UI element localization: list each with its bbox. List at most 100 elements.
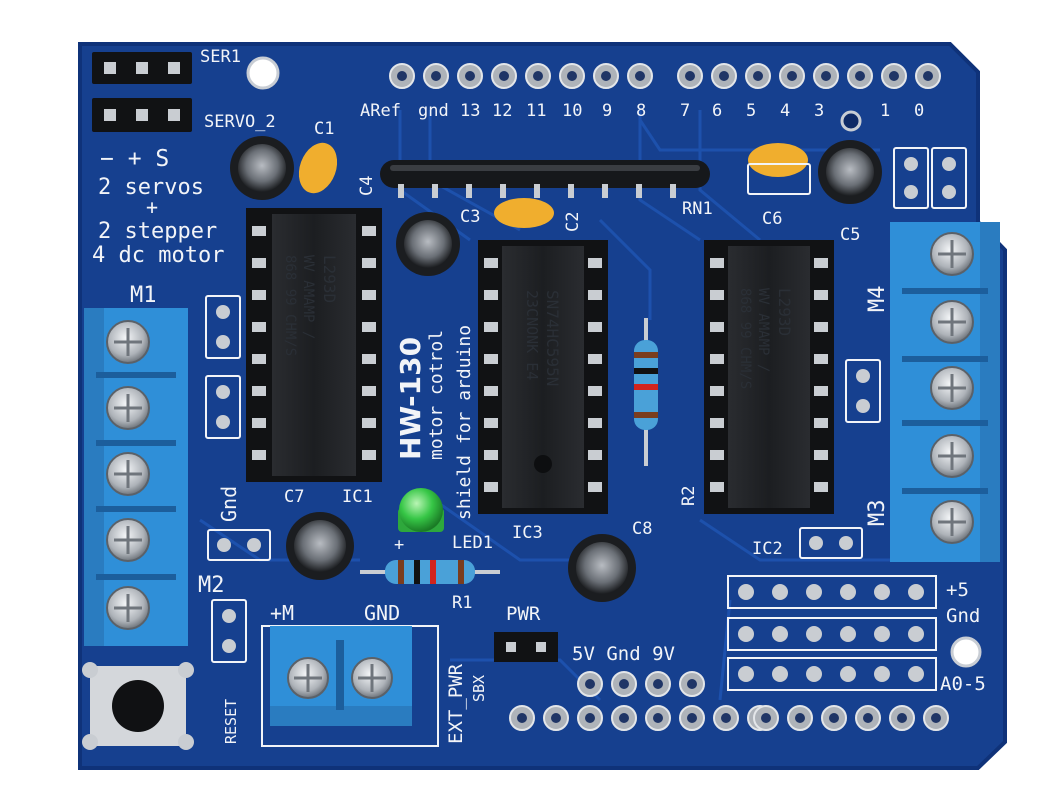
terminal-screw[interactable] (930, 500, 974, 544)
terminal-screw[interactable] (930, 300, 974, 344)
label-sbx: SBX (470, 675, 488, 702)
label-ext-pwr: EXT_PWR (445, 663, 467, 744)
power-header-pin[interactable] (543, 705, 569, 731)
pad (772, 666, 788, 682)
terminal-screw[interactable] (930, 434, 974, 478)
pad (806, 666, 822, 682)
label-c3: C3 (460, 207, 480, 227)
terminal-screw[interactable] (106, 320, 150, 364)
power-header-pin[interactable] (577, 705, 603, 731)
analog-header-pin[interactable] (855, 705, 881, 731)
analog-header-pin[interactable] (821, 705, 847, 731)
terminal-screw[interactable] (106, 518, 150, 562)
power-header-pin[interactable] (679, 671, 705, 697)
power-header-pin[interactable] (679, 705, 705, 731)
label-c5: C5 (840, 225, 860, 245)
header-pin[interactable] (711, 63, 737, 89)
label-gnd-left: Gnd (217, 486, 241, 522)
header-pin[interactable] (593, 63, 619, 89)
pwr-jumper[interactable] (494, 632, 558, 662)
analog-header-pin[interactable] (753, 705, 779, 731)
servo-header-ser1[interactable] (92, 52, 192, 84)
mount-hole (246, 56, 280, 90)
header-pin[interactable] (457, 63, 483, 89)
terminal-screw[interactable] (106, 452, 150, 496)
label-led1: LED1 (452, 533, 493, 553)
ic1-text-3: 868 99 CHM/S (282, 255, 298, 356)
description-line-3: 2 stepper (98, 219, 217, 244)
pad (840, 584, 856, 600)
rn1-legs (398, 184, 676, 198)
label-ser1: SER1 (200, 47, 241, 67)
mount-hole (950, 636, 982, 668)
pad (738, 666, 754, 682)
header-pin[interactable] (389, 63, 415, 89)
pin-label: 11 (526, 101, 546, 121)
analog-header-pin[interactable] (889, 705, 915, 731)
terminal-screw[interactable] (106, 586, 150, 630)
pin-label: ARef (360, 101, 401, 121)
analog-header-pin[interactable] (787, 705, 813, 731)
terminal-screw[interactable] (106, 386, 150, 430)
bottom-headers[interactable] (509, 671, 949, 731)
analog-header-pin[interactable] (923, 705, 949, 731)
label-m4: M4 (865, 286, 890, 313)
terminal-block-ext-pwr[interactable] (270, 626, 412, 726)
label-pwr-pins: 5V Gnd 9V (572, 643, 675, 665)
header-pin[interactable] (745, 63, 771, 89)
power-header-pin[interactable] (577, 671, 603, 697)
terminal-block-m1-m2[interactable] (84, 308, 188, 646)
header-pin[interactable] (813, 63, 839, 89)
pin-label: 13 (460, 101, 480, 121)
pad (908, 584, 924, 600)
label-c2: C2 (563, 212, 583, 232)
header-pin[interactable] (779, 63, 805, 89)
label-m2: M2 (198, 573, 225, 598)
label-ic1: IC1 (342, 487, 373, 507)
servo-header-servo2[interactable] (92, 98, 192, 132)
header-pin[interactable] (559, 63, 585, 89)
pad (738, 584, 754, 600)
ceramic-capacitor-c2 (494, 198, 554, 228)
power-header-pin[interactable] (713, 705, 739, 731)
led-green (398, 488, 444, 532)
digital-header-right[interactable] (677, 63, 941, 89)
header-pin[interactable] (627, 63, 653, 89)
power-header-pin[interactable] (645, 671, 671, 697)
label-pwr: PWR (506, 603, 541, 625)
power-header-pin[interactable] (645, 705, 671, 731)
terminal-block-m3-m4[interactable] (890, 222, 1000, 562)
header-pin[interactable] (525, 63, 551, 89)
header-pin[interactable] (915, 63, 941, 89)
label-reset: RESET (222, 699, 240, 744)
pin-label: 8 (636, 101, 646, 121)
terminal-screw[interactable] (930, 366, 974, 410)
power-header-pin[interactable] (611, 671, 637, 697)
pin-label: 3 (814, 101, 824, 121)
label-plus-m: +M (270, 601, 294, 625)
header-pin[interactable] (677, 63, 703, 89)
reset-button[interactable] (82, 662, 194, 750)
pin-label: 6 (712, 101, 722, 121)
header-pin[interactable] (423, 63, 449, 89)
ic2-text-3: 868 99 CHM/S (737, 288, 753, 389)
board-name: HW-130 (394, 337, 427, 460)
ic1-text-1: L293D (320, 255, 339, 303)
ic3-text-1: SN74HC595N (543, 290, 562, 386)
header-pin[interactable] (491, 63, 517, 89)
resistor-network-rn1 (380, 160, 710, 188)
pad (772, 584, 788, 600)
digital-header-left[interactable] (389, 63, 653, 89)
pin-label: 1 (880, 101, 890, 121)
terminal-screw[interactable] (930, 232, 974, 276)
label-ic3: IC3 (512, 523, 543, 543)
ic2-text-2: WV AMAMP / (755, 288, 771, 372)
label-c7: C7 (284, 487, 304, 507)
header-pin[interactable] (847, 63, 873, 89)
pin-label: 12 (492, 101, 512, 121)
power-header-pin[interactable] (509, 705, 535, 731)
power-header-pin[interactable] (611, 705, 637, 731)
header-pin[interactable] (881, 63, 907, 89)
